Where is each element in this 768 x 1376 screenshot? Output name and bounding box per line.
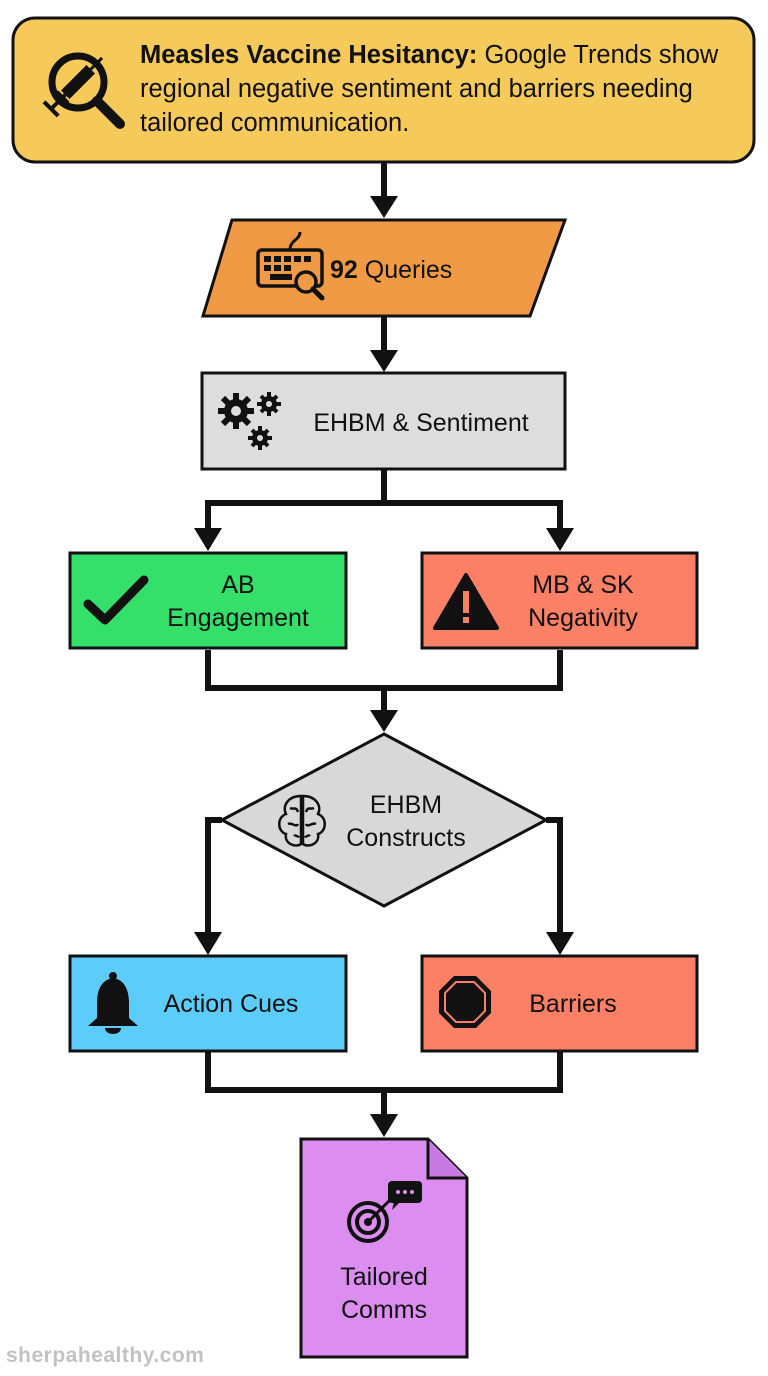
ab-engagement-label: AB Engagement — [140, 568, 336, 636]
ehbm-constructs-node — [218, 732, 550, 908]
header-title-bold: Measles Vaccine Hesitancy: — [140, 41, 478, 69]
mb-sk-negativity-line1: MB & SK — [532, 571, 634, 599]
ehbm-constructs-line1: EHBM — [369, 791, 443, 819]
header-title: Measles Vaccine Hesitancy: Google Trends… — [140, 38, 740, 140]
tailored-comms-label: Tailored Comms — [304, 1260, 464, 1328]
action-cues-label: Action Cues — [163, 989, 299, 1018]
target-message-icon — [347, 1181, 422, 1243]
arrowhead — [546, 528, 574, 551]
ab-engagement-line2: Engagement — [167, 604, 309, 632]
header-title-rest: Google Trends show regional negative sen… — [140, 41, 719, 137]
ehbm-constructs-label: EHBM Constructs — [326, 788, 486, 856]
keyboard-search-icon — [256, 231, 325, 301]
arrowhead — [370, 196, 398, 218]
tailored-comms-node — [299, 1137, 469, 1359]
tailored-comms-line1: Tailored — [340, 1263, 428, 1291]
bell-icon — [88, 972, 138, 1034]
queries-label: 92 Queries — [330, 250, 480, 290]
tailored-comms-line2: Comms — [340, 1296, 428, 1324]
queries-text: Queries — [357, 255, 453, 284]
arrowhead — [370, 710, 398, 732]
syringe-magnifier-icon — [42, 52, 125, 129]
stop-sign-icon — [439, 976, 491, 1028]
mb-sk-negativity-label: MB & SK Negativity — [500, 568, 666, 636]
connector-diamond-action — [205, 817, 222, 934]
brain-icon — [278, 794, 326, 847]
ehbm-sentiment-node — [200, 371, 567, 471]
checkmark-icon — [83, 575, 149, 625]
ehbm-constructs-line2: Constructs — [346, 824, 466, 852]
ab-engagement-node — [68, 551, 348, 650]
queries-count: 92 — [330, 255, 358, 284]
arrowhead — [194, 932, 222, 955]
watermark: sherpahealthy.com — [6, 1344, 205, 1367]
gears-icon — [218, 392, 281, 450]
header-box — [11, 16, 756, 164]
connector-ehbm-mb — [384, 500, 563, 530]
warning-icon — [433, 573, 499, 630]
arrowhead — [194, 528, 222, 551]
connector-ehbm-ab — [205, 470, 387, 530]
arrowhead — [370, 1114, 398, 1137]
connector-merge-top — [205, 650, 563, 691]
connector-diamond-barriers — [546, 817, 563, 934]
barriers-label: Barriers — [529, 989, 617, 1018]
mb-sk-negativity-line2: Negativity — [528, 604, 638, 632]
arrowhead — [370, 350, 398, 372]
connectors — [205, 162, 563, 1116]
arrowheads — [194, 196, 574, 1137]
ab-engagement-line1: AB — [221, 571, 255, 599]
arrowhead — [546, 932, 574, 955]
document-fold — [426, 1139, 467, 1180]
connector-merge-bottom — [205, 1052, 563, 1093]
ehbm-sentiment-label: EHBM & Sentiment — [313, 408, 529, 437]
